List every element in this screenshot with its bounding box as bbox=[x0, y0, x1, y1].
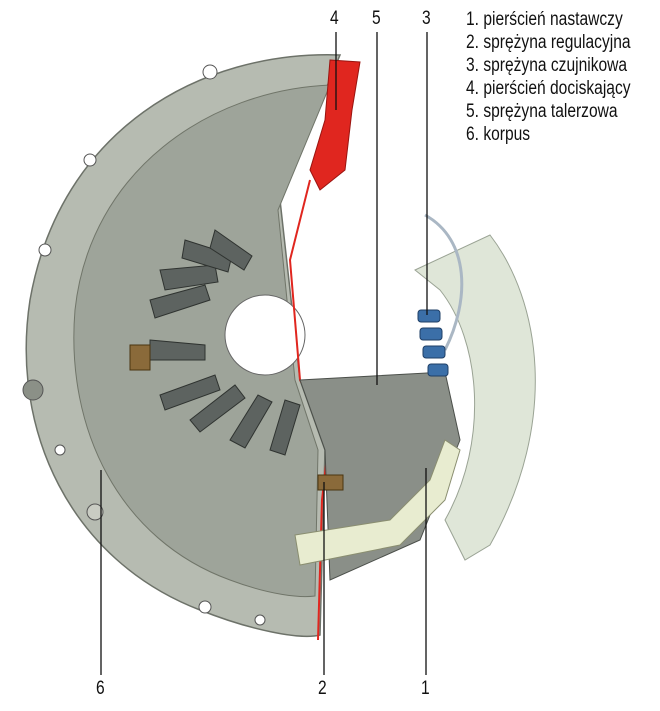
center-bore bbox=[224, 294, 306, 376]
mounting-holes bbox=[22, 64, 266, 626]
outer-cover bbox=[414, 234, 536, 561]
adjusting-spring bbox=[317, 474, 344, 491]
diaphragm-spring bbox=[149, 229, 301, 456]
leader-lines bbox=[100, 32, 428, 675]
legend-item: 6. korpus bbox=[466, 124, 531, 145]
legend-item: 1. pierścień nastawczy bbox=[466, 9, 623, 30]
callout-3: 3 bbox=[422, 8, 431, 29]
callout-6: 6 bbox=[96, 678, 105, 699]
callout-1: 1 bbox=[421, 678, 430, 699]
housing-body bbox=[73, 84, 331, 598]
legend-item: 2. sprężyna regulacyjna bbox=[466, 32, 631, 53]
adjusting-spring bbox=[129, 344, 151, 371]
sensor-wire bbox=[424, 213, 464, 351]
callout-4: 4 bbox=[330, 8, 339, 29]
pressure-ring-cut bbox=[309, 59, 361, 191]
callout-2: 2 bbox=[318, 678, 327, 699]
legend: 1. pierścień nastawczy 2. sprężyna regul… bbox=[466, 8, 631, 146]
sensor-spring bbox=[417, 309, 449, 377]
adjusting-ring bbox=[294, 439, 461, 566]
callout-5: 5 bbox=[372, 8, 381, 29]
legend-item: 4. pierścień dociskający bbox=[466, 78, 631, 99]
legend-item: 5. sprężyna talerzowa bbox=[466, 101, 618, 122]
legend-item: 3. sprężyna czujnikowa bbox=[466, 55, 628, 76]
